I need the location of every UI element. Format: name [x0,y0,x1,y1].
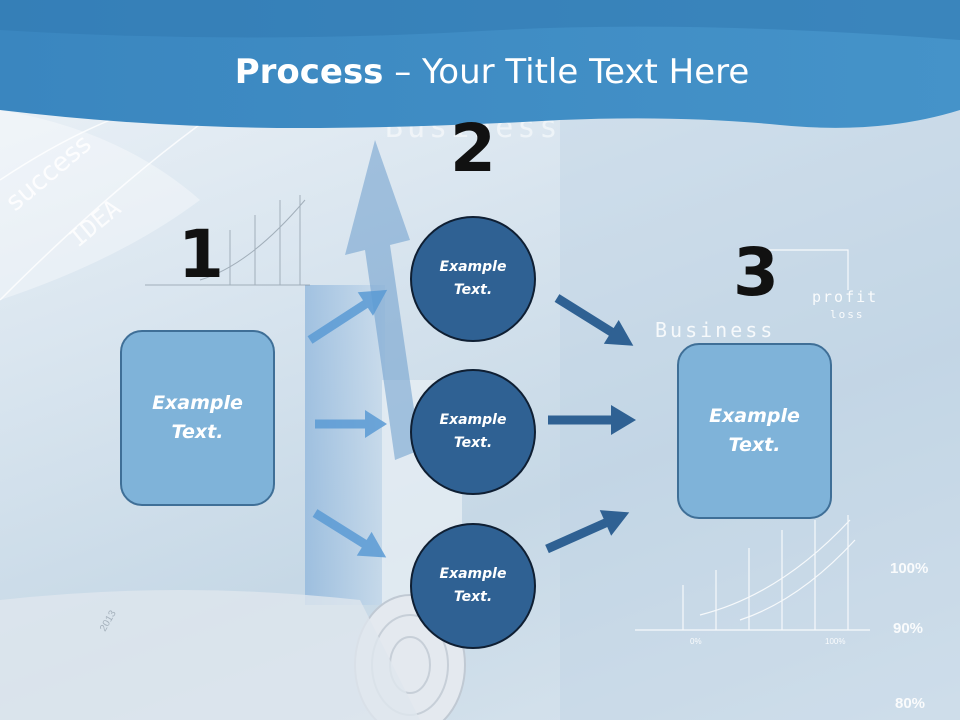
bg-axis-0: 0% [690,637,702,646]
step-1-text: Example Text. [152,392,243,443]
bg-mini-chart-2 [635,515,870,631]
arrow-1-to-middle [315,410,387,438]
bg-word-loss: loss [830,308,865,321]
bg-axis-100: 100% [825,637,845,646]
step-3-box: Example Text. [677,343,832,519]
bg-pct-100: 100% [890,560,928,577]
arrow-middle-to-3 [548,405,636,435]
title-rest: – Your Title Text Here [383,52,750,92]
bg-word-business-right: Business [655,318,775,342]
bg-pct-80: 80% [895,695,925,712]
step-2-circle-bottom: Example Text. [410,523,536,649]
step-2-circle-top: Example Text. [410,216,536,342]
step-2-circle-bottom-text: Example Text. [439,566,507,605]
slide-title: Process – Your Title Text Here [0,52,960,92]
title-bold: Process [234,52,384,92]
arrow-1-to-top [307,289,388,344]
step-number-2: 2 [450,110,496,187]
arrow-bottom-to-3 [545,510,630,554]
bg-arrow [345,140,420,460]
arrow-1-to-bottom [312,509,387,558]
bg-pct-90: 90% [893,620,923,637]
step-1-box: Example Text. [120,330,275,506]
step-2-circle-middle-text: Example Text. [439,412,507,451]
step-number-3: 3 [733,234,779,311]
bg-word-profit: profit [812,288,878,306]
step-number-1: 1 [178,216,224,293]
bg-paper [0,590,420,720]
bg-mini-chart-1 [145,195,310,286]
step-2-circle-middle: Example Text. [410,369,536,495]
arrow-top-to-3 [554,294,634,346]
step-3-text: Example Text. [709,405,800,456]
step-2-circle-top-text: Example Text. [439,259,507,298]
